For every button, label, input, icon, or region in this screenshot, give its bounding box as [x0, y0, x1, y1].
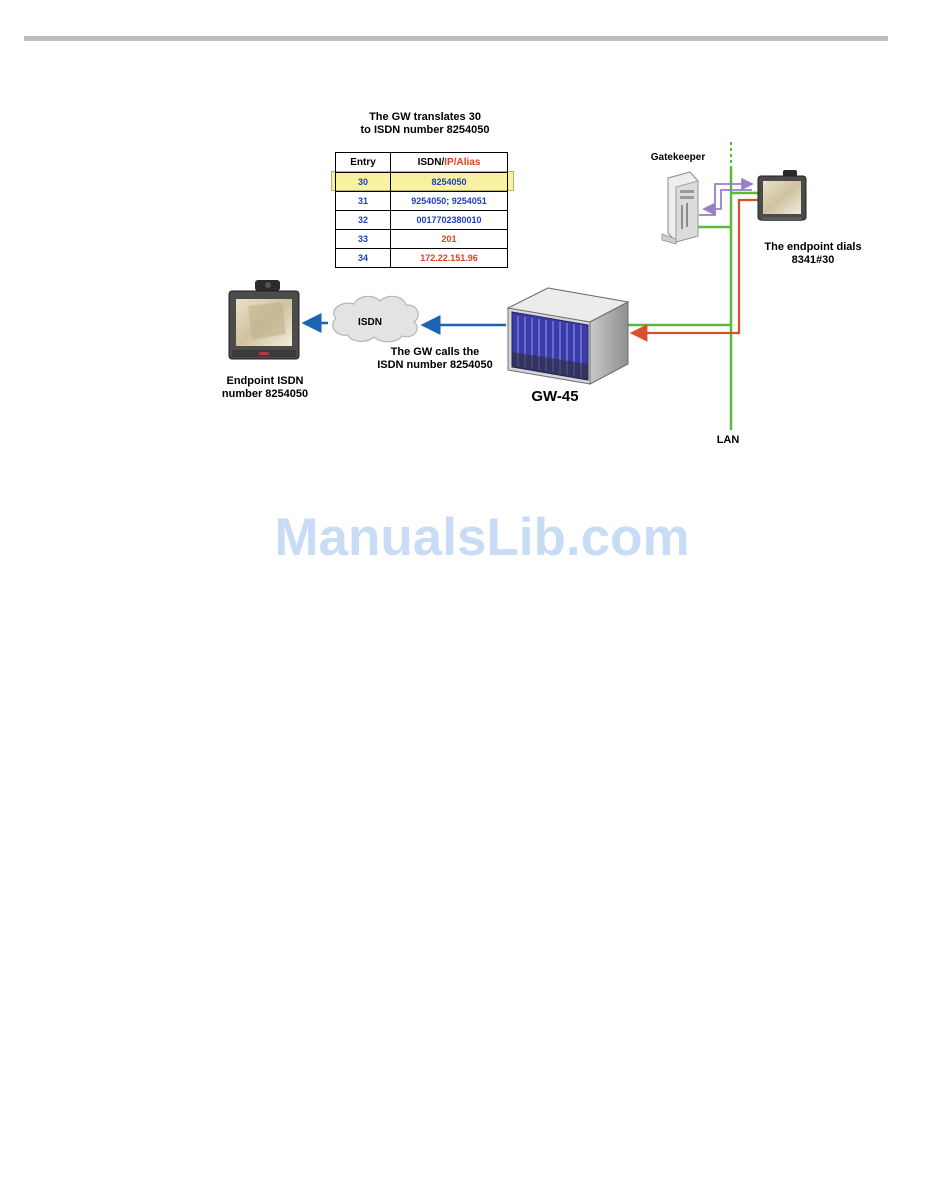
value-cell: 0017702380010 [391, 211, 508, 230]
header-isdn-ip-alias: ISDN/IP/Alias [391, 153, 508, 173]
gatekeeper-label: Gatekeeper [640, 151, 716, 164]
table-row: 34 172.22.151.96 [336, 249, 508, 268]
gw-calls-caption: The GW calls the ISDN number 8254050 [360, 346, 510, 372]
gw-name-label: GW-45 [515, 388, 595, 405]
value-cell: 8254050 [391, 173, 508, 192]
header-isdn: ISDN/ [418, 157, 445, 168]
table-caption-line1: The GW translates 30 [320, 111, 530, 124]
entry-cell: 31 [336, 192, 391, 211]
table-caption: The GW translates 30 to ISDN number 8254… [320, 111, 530, 137]
gw-calls-line2: ISDN number 8254050 [360, 359, 510, 372]
table-row: 31 9254050; 9254051 [336, 192, 508, 211]
value-cell: 172.22.151.96 [391, 249, 508, 268]
entry-cell: 32 [336, 211, 391, 230]
entry-cell: 34 [336, 249, 391, 268]
endpoint-isdn-line2: number 8254050 [205, 388, 325, 401]
gw-calls-line1: The GW calls the [360, 346, 510, 359]
endpoint-isdn-line1: Endpoint ISDN [205, 375, 325, 388]
endpoint-isdn-caption: Endpoint ISDN number 8254050 [205, 375, 325, 401]
header-ip-alias: IP/Alias [444, 157, 480, 168]
table-header-row: Entry ISDN/IP/Alias [336, 153, 508, 173]
header-entry: Entry [336, 153, 391, 173]
table-caption-line2: to ISDN number 8254050 [320, 124, 530, 137]
entry-cell: 30 [336, 173, 391, 192]
isdn-cloud-label: ISDN [350, 316, 390, 329]
entry-cell: 33 [336, 230, 391, 249]
endpoint-dials-line1: The endpoint dials [748, 241, 878, 254]
routing-table: Entry ISDN/IP/Alias 30 8254050 31 925405… [335, 152, 508, 268]
value-cell: 201 [391, 230, 508, 249]
watermark: ManualsLib.com [0, 507, 950, 568]
dialing-endpoint-icon [758, 170, 806, 221]
lan-label: LAN [712, 434, 744, 446]
table-row: 32 0017702380010 [336, 211, 508, 230]
gatekeeper-server-icon [662, 172, 698, 244]
endpoint-dials-line2: 8341#30 [748, 254, 878, 267]
table-row: 33 201 [336, 230, 508, 249]
value-cell: 9254050; 9254051 [391, 192, 508, 211]
endpoint-dials-caption: The endpoint dials 8341#30 [748, 241, 878, 267]
table-row: 30 8254050 [336, 173, 508, 192]
isdn-endpoint-icon [229, 280, 299, 359]
gw-45-chassis-icon [508, 288, 628, 384]
